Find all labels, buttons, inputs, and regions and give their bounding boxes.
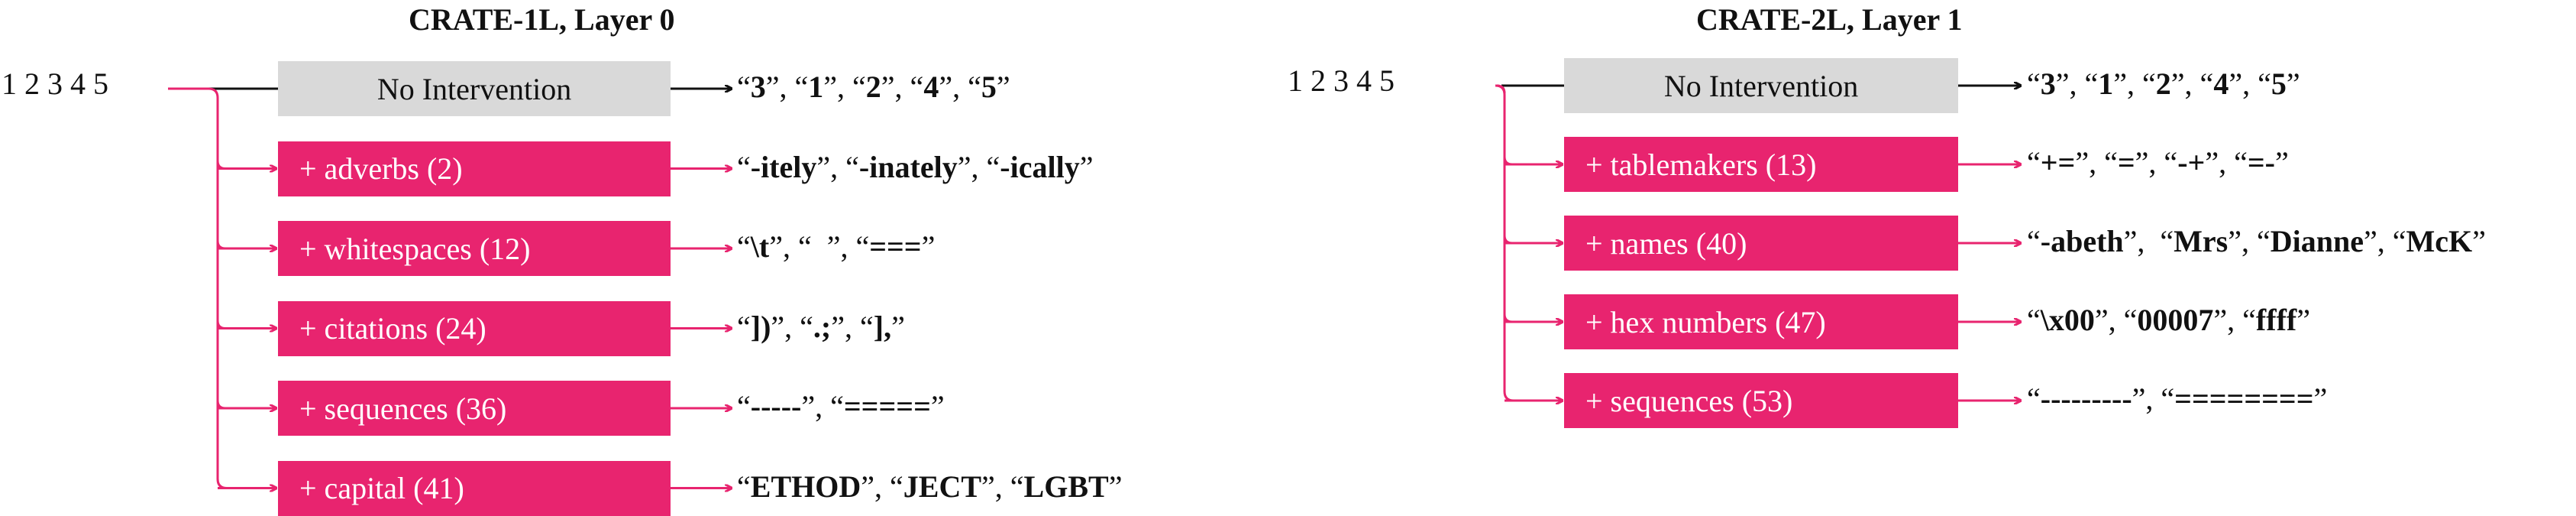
input-tokens: 1 2 3 4 5 — [1288, 63, 1395, 98]
output-tokens: “+=”, “=”, “-+”, “=-” — [2027, 145, 2289, 180]
intervention-box: + whitespaces (12) — [278, 221, 671, 276]
intervention-box: + sequences (36) — [278, 381, 671, 436]
intervention-box: + capital (41) — [278, 460, 671, 516]
output-tokens: “ETHOD”, “JECT”, “LGBT” — [737, 469, 1123, 504]
trunk-joint — [216, 400, 226, 410]
trunk-joint — [216, 161, 226, 170]
connector-lines — [168, 0, 1288, 506]
output-tokens: “---------”, “========” — [2027, 381, 2328, 416]
output-tokens: “-itely”, “-inately”, “-ically” — [737, 149, 1094, 184]
output-tokens: “])”, “.;”, “],” — [737, 309, 905, 344]
output-tokens: “3”, “1”, “2”, “4”, “5” — [737, 70, 1010, 104]
output-tokens: “\t”, “ ”, “===” — [737, 229, 936, 264]
output-tokens: “-----”, “=====” — [737, 389, 945, 424]
output-tokens: “3”, “1”, “2”, “4”, “5” — [2027, 67, 2300, 101]
intervention-box: + citations (24) — [278, 300, 671, 356]
intervention-box: + tablemakers (13) — [1564, 137, 1958, 192]
connector-lines — [1495, 0, 2576, 506]
no-intervention-box: No Intervention — [278, 61, 671, 116]
trunk-joint — [1503, 156, 1513, 166]
trunk-joint — [216, 240, 226, 250]
intervention-box: + hex numbers (47) — [1564, 294, 1958, 349]
trunk-line — [1495, 84, 1514, 402]
panel-crate-2l: CRATE-2L, Layer 1 1 2 3 4 5 No Intervent… — [1288, 0, 2576, 506]
output-tokens: “-abeth”, “Mrs”, “Dianne”, “McK” — [2027, 224, 2486, 258]
panel-title: CRATE-2L, Layer 1 — [1696, 2, 1963, 37]
output-tokens: “\x00”, “00007”, “ffff” — [2027, 303, 2310, 337]
trunk-line — [208, 87, 228, 489]
panel-title: CRATE-1L, Layer 0 — [409, 2, 675, 37]
intervention-box: + names (40) — [1564, 216, 1958, 271]
intervention-box: + adverbs (2) — [278, 141, 671, 196]
trunk-joint — [1503, 235, 1513, 245]
trunk-joint — [216, 320, 226, 329]
trunk-joint — [1503, 313, 1513, 323]
intervention-box: + sequences (53) — [1564, 373, 1958, 428]
panel-crate-1l: CRATE-1L, Layer 0 1 2 3 4 5 No Intervent… — [0, 0, 1288, 516]
input-tokens: 1 2 3 4 5 — [2, 67, 108, 101]
no-intervention-box: No Intervention — [1564, 58, 1958, 113]
